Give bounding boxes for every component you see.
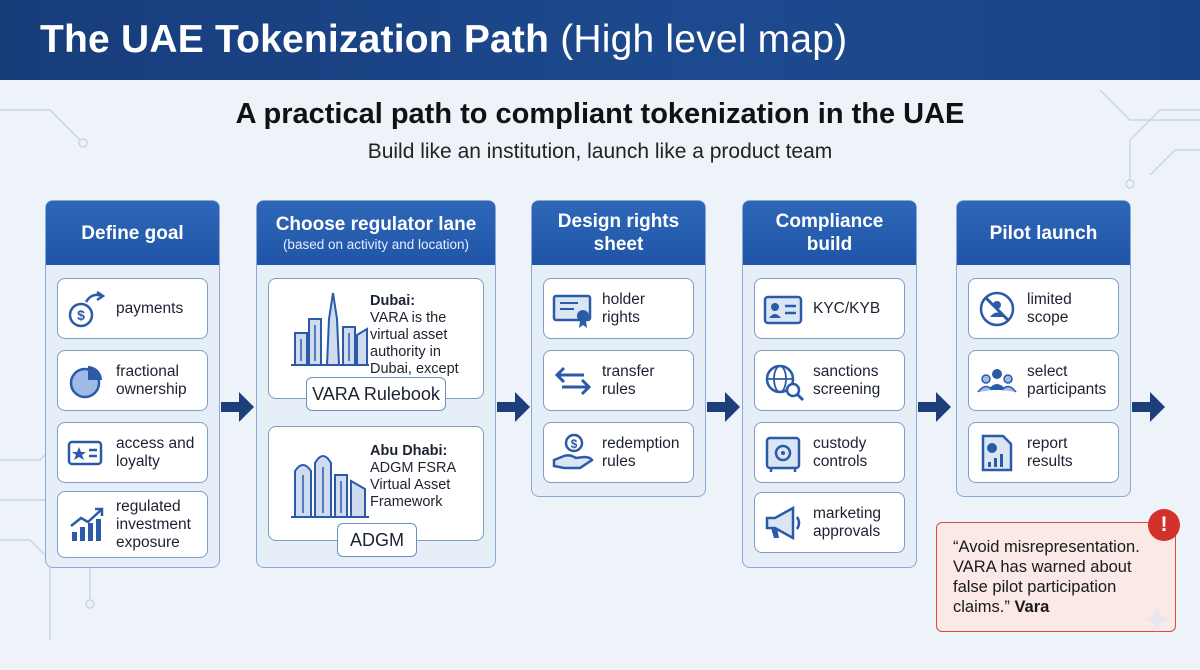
column-heading: Define goal	[46, 201, 219, 265]
item-label: select participants	[1027, 362, 1107, 398]
svg-text:$: $	[571, 437, 578, 451]
column-heading: Design rights sheet	[532, 201, 705, 265]
abu-dhabi-skyline-icon	[291, 455, 369, 518]
certificate-icon	[552, 294, 592, 328]
safe-icon	[765, 436, 801, 472]
item-label: regulated investment exposure	[116, 497, 191, 551]
column-heading: Compliance build	[743, 201, 916, 265]
subline: Build like an institution, launch like a…	[367, 140, 833, 163]
pilot-item-select-participants: select participants	[968, 350, 1119, 411]
report-icon	[981, 434, 1013, 471]
regulator-text: Abu Dhabi: ADGM FSRA Virtual Asset Frame…	[370, 443, 470, 511]
title-paren: (High level map)	[560, 18, 848, 61]
pie-chart-icon	[69, 365, 102, 398]
compliance-item-marketing: marketing approvals	[754, 492, 905, 553]
column-title: Compliance build	[775, 211, 884, 255]
pill-label: VARA Rulebook	[312, 383, 440, 404]
flow-arrow-icon	[918, 392, 951, 422]
pilot-item-limited-scope: limited scope	[968, 278, 1119, 339]
item-label: fractional ownership	[116, 362, 187, 398]
megaphone-icon	[765, 505, 801, 540]
rights-item-holder: holder rights	[543, 278, 694, 339]
item-label: holder rights	[602, 290, 646, 326]
title-bar: The UAE Tokenization Path (High level ma…	[0, 0, 1200, 80]
page-title: The UAE Tokenization Path (High level ma…	[40, 18, 847, 62]
column-title: Pilot launch	[989, 222, 1098, 244]
growth-chart-icon	[70, 507, 104, 541]
headline: A practical path to compliant tokenizati…	[235, 98, 965, 130]
hand-coin-icon: $	[552, 433, 594, 469]
column-heading: Pilot launch	[957, 201, 1130, 265]
column-title: Choose regulator lane	[275, 214, 477, 235]
title-main: The UAE Tokenization Path	[40, 18, 550, 61]
column-pilot-launch: Pilot launch limited scope select partic…	[956, 200, 1131, 497]
item-label: transfer rules	[602, 362, 655, 398]
pill-label: ADGM	[350, 529, 404, 550]
swap-arrows-icon	[554, 366, 592, 395]
id-card-icon	[763, 295, 803, 324]
regulator-card-abu-dhabi: Abu Dhabi: ADGM FSRA Virtual Asset Frame…	[268, 426, 484, 541]
people-group-icon	[977, 368, 1017, 392]
sparkle-icon	[1144, 606, 1170, 632]
vara-rulebook-badge: VARA Rulebook	[306, 377, 446, 411]
item-label: report results	[1027, 434, 1073, 470]
item-label: custody controls	[813, 434, 868, 470]
item-label: limited scope	[1027, 290, 1072, 326]
regulator-city: Abu Dhabi:	[370, 443, 448, 459]
regulator-desc: ADGM FSRA Virtual Asset Framework	[370, 460, 456, 510]
flow-arrow-icon	[221, 392, 254, 422]
alert-symbol: !	[1160, 513, 1168, 536]
column-define-goal: Define goal $ payments fractional owners…	[45, 200, 220, 568]
column-compliance-build: Compliance build KYC/KYB sanctions scree…	[742, 200, 917, 568]
item-label: marketing approvals	[813, 504, 882, 540]
rights-item-redemption: $ redemption rules	[543, 422, 694, 483]
regulator-city: Dubai:	[370, 293, 416, 309]
column-design-rights: Design rights sheet holder rights transf…	[531, 200, 706, 497]
item-label: sanctions screening	[813, 362, 881, 398]
dubai-skyline-icon	[291, 292, 369, 366]
loyalty-card-icon	[67, 440, 103, 465]
alert-icon: !	[1148, 509, 1180, 541]
column-subtitle: (based on activity and location)	[282, 237, 470, 252]
warning-source: Vara	[1014, 598, 1050, 616]
item-label: access and loyalty	[116, 434, 195, 470]
svg-text:$: $	[77, 307, 85, 323]
flow-arrow-icon	[1132, 392, 1165, 422]
coin-arrow-icon: $	[68, 290, 106, 327]
compliance-item-sanctions: sanctions screening	[754, 350, 905, 411]
adgm-badge: ADGM	[337, 523, 417, 557]
flow-arrow-icon	[497, 392, 530, 422]
column-title: Define goal	[81, 222, 184, 244]
flow-arrow-icon	[707, 392, 740, 422]
pilot-item-report-results: report results	[968, 422, 1119, 483]
column-heading: Choose regulator lane (based on activity…	[257, 201, 495, 265]
item-label: payments	[116, 299, 184, 317]
column-choose-regulator: Choose regulator lane (based on activity…	[256, 200, 496, 568]
item-label: redemption rules	[602, 434, 680, 470]
compliance-item-kyc: KYC/KYB	[754, 278, 905, 339]
globe-search-icon	[765, 364, 805, 401]
column-title: Design rights sheet	[557, 211, 680, 255]
goal-item-investment-exposure: regulated investment exposure	[57, 491, 208, 558]
goal-item-access-loyalty: access and loyalty	[57, 422, 208, 483]
goal-item-payments: $ payments	[57, 278, 208, 339]
goal-item-fractional-ownership: fractional ownership	[57, 350, 208, 411]
warning-quote: “Avoid misrepresentation. VARA has warne…	[953, 538, 1140, 616]
compliance-item-custody: custody controls	[754, 422, 905, 483]
restricted-icon	[979, 291, 1015, 326]
warning-callout: “Avoid misrepresentation. VARA has warne…	[936, 522, 1176, 632]
item-label: KYC/KYB	[813, 299, 881, 317]
rights-item-transfer: transfer rules	[543, 350, 694, 411]
